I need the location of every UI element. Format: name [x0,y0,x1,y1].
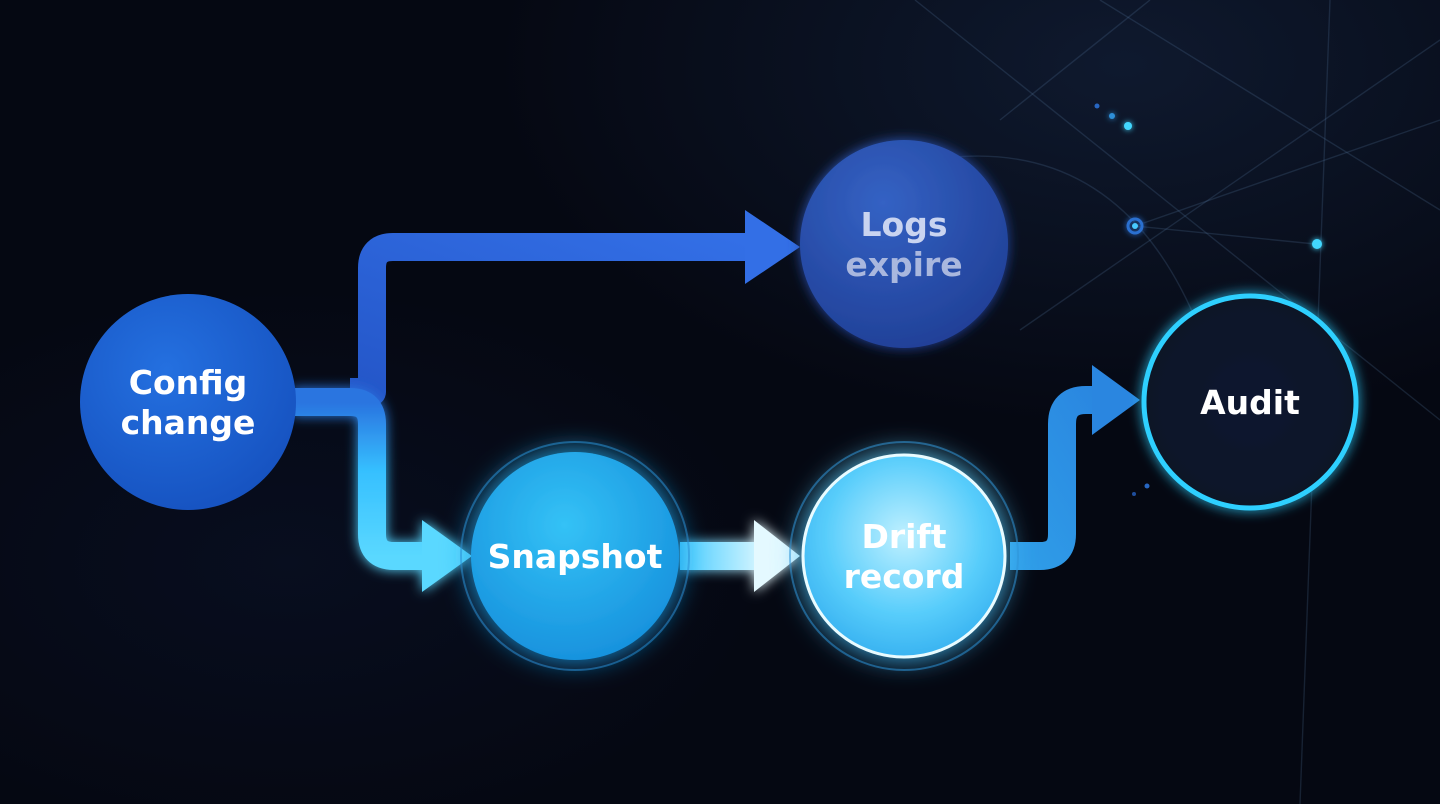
network-node [1109,113,1115,119]
config-change-label-line1: Config [129,363,247,402]
arrow-drift-to-audit [1010,365,1140,570]
network-line [1134,225,1316,245]
network-line [1099,0,1440,211]
node-audit: Audit [1141,293,1359,511]
network-line [914,0,1440,421]
arrow-snapshot-to-drift [680,520,800,592]
snapshot-label: Snapshot [488,537,663,576]
network-node [1312,239,1322,249]
audit-label: Audit [1200,383,1300,422]
arrow-config-to-snapshot [292,388,472,592]
drift-record-label-line1: Drift [861,517,946,556]
network-node [1094,103,1100,109]
network-line [1134,119,1440,227]
network-node [1132,223,1138,229]
network-line [999,0,1151,121]
network-line [1019,39,1440,331]
network-node [1124,122,1132,130]
network-node [1132,492,1136,496]
logs-expire-label-line1: Logs [861,205,948,244]
logs-expire-label-line2: expire [845,245,962,284]
node-snapshot: Snapshot [460,441,690,671]
network-node [1126,217,1144,235]
node-logs-expire: Logs expire [800,140,1008,348]
background-network [914,0,1440,804]
config-change-label-line2: change [121,403,256,442]
network-node [1144,483,1150,489]
node-config-change: Config change [80,294,296,510]
arrow-config-to-logs [350,210,800,406]
network-arc [929,155,1201,331]
drift-record-label-line2: record [844,557,965,596]
node-drift-record: Drift record [789,441,1019,671]
network-nodes [1094,103,1322,496]
